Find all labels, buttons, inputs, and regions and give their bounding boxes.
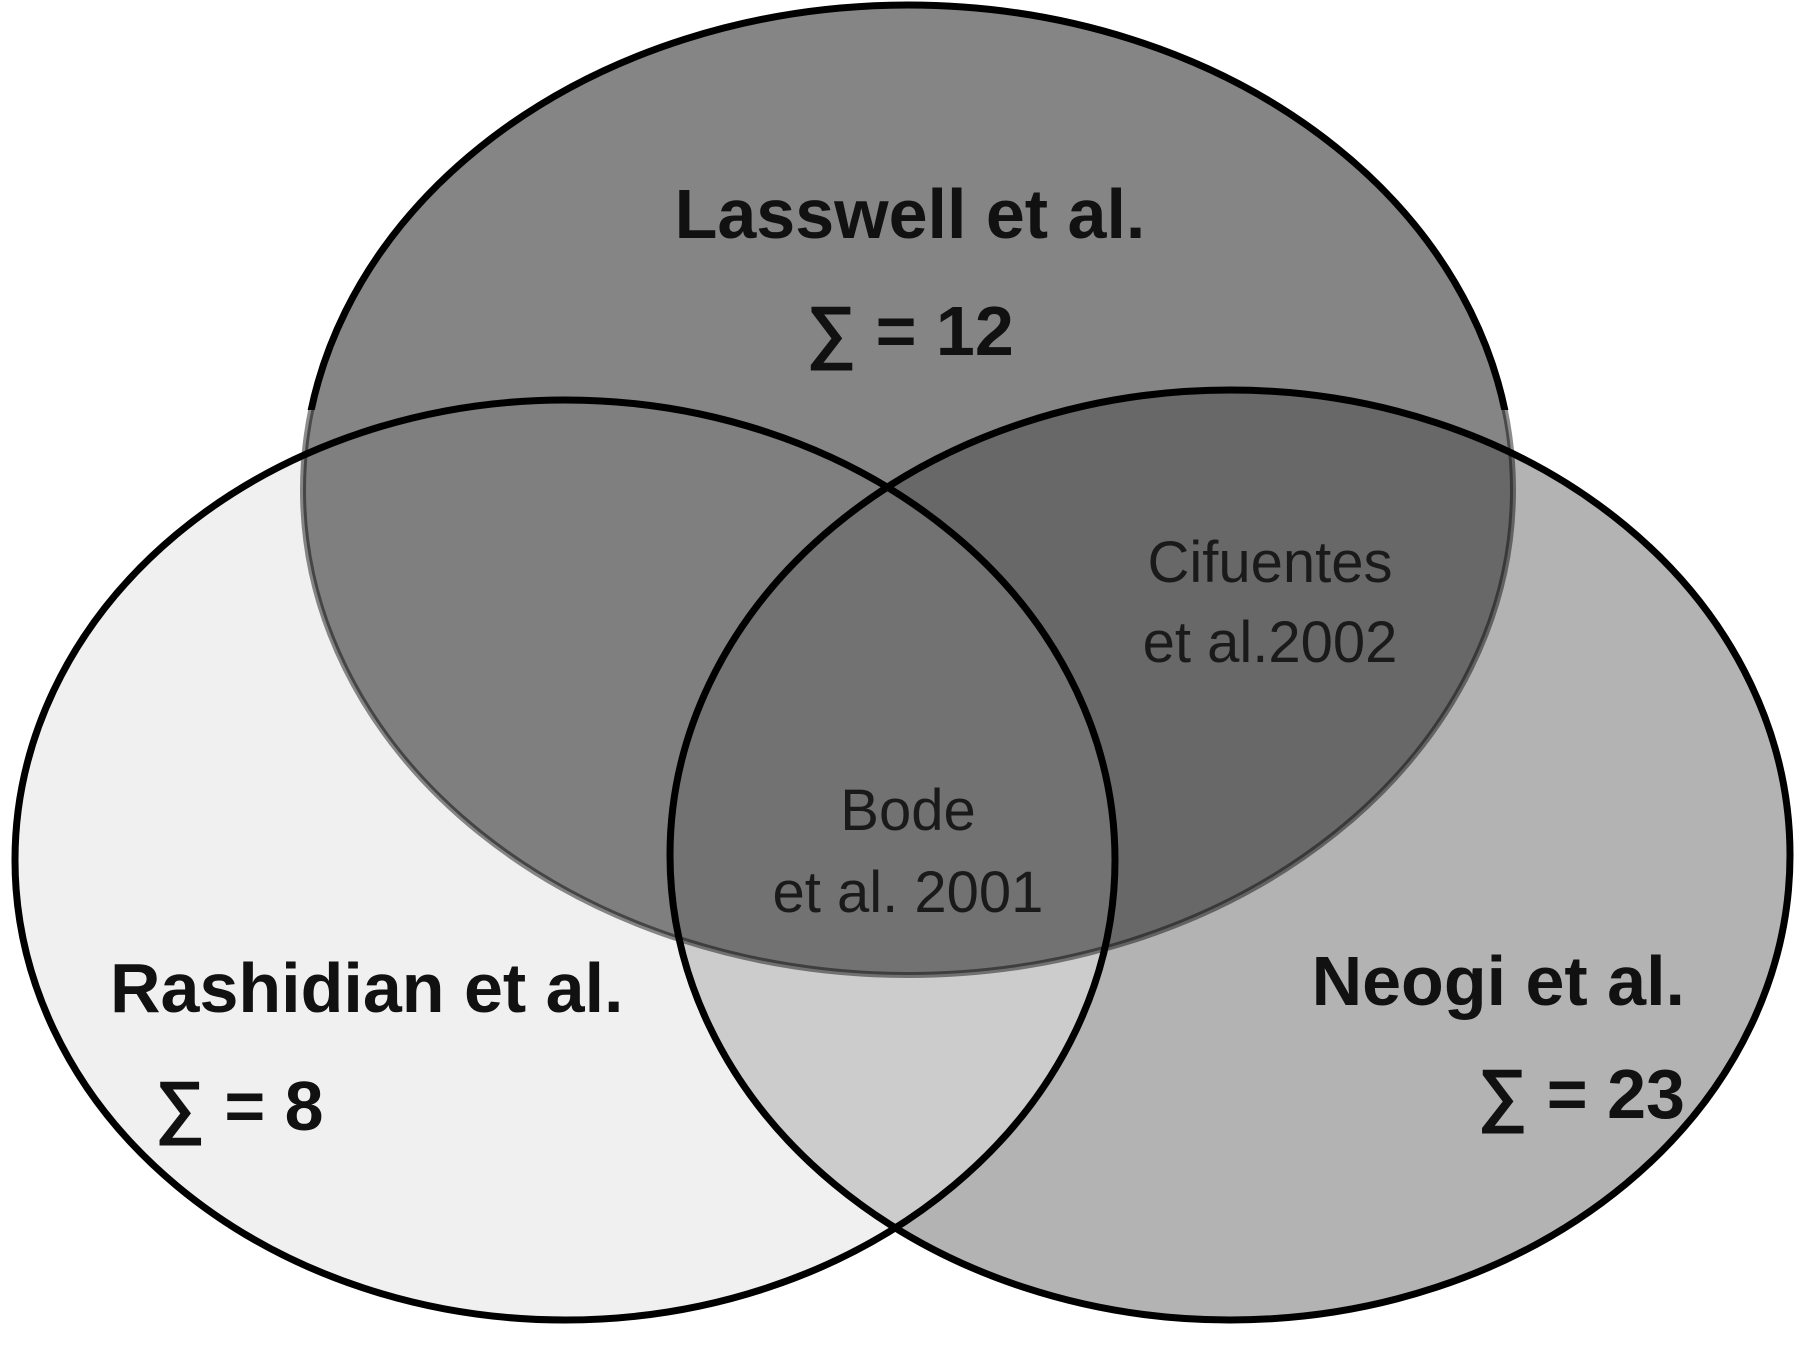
lasswell-outline <box>307 1 1509 410</box>
neogi-count: ∑ = 23 <box>1477 1055 1685 1134</box>
rashidian-count: ∑ = 8 <box>155 1067 324 1146</box>
neogi-outline <box>666 386 1794 1324</box>
lasswell-count: ∑ = 12 <box>806 292 1014 371</box>
rashidian-label: Rashidian et al. <box>110 949 623 1027</box>
lasswell-label: Lasswell et al. <box>675 175 1146 253</box>
bode-label-line2: et al. 2001 <box>773 860 1044 925</box>
cifuentes-label-line1: Cifuentes <box>1147 530 1392 595</box>
cifuentes-label-line2: et al.2002 <box>1143 610 1398 675</box>
bode-label-line1: Bode <box>840 778 975 843</box>
rashidian-outline <box>11 396 1119 1324</box>
neogi-label: Neogi et al. <box>1312 942 1685 1020</box>
